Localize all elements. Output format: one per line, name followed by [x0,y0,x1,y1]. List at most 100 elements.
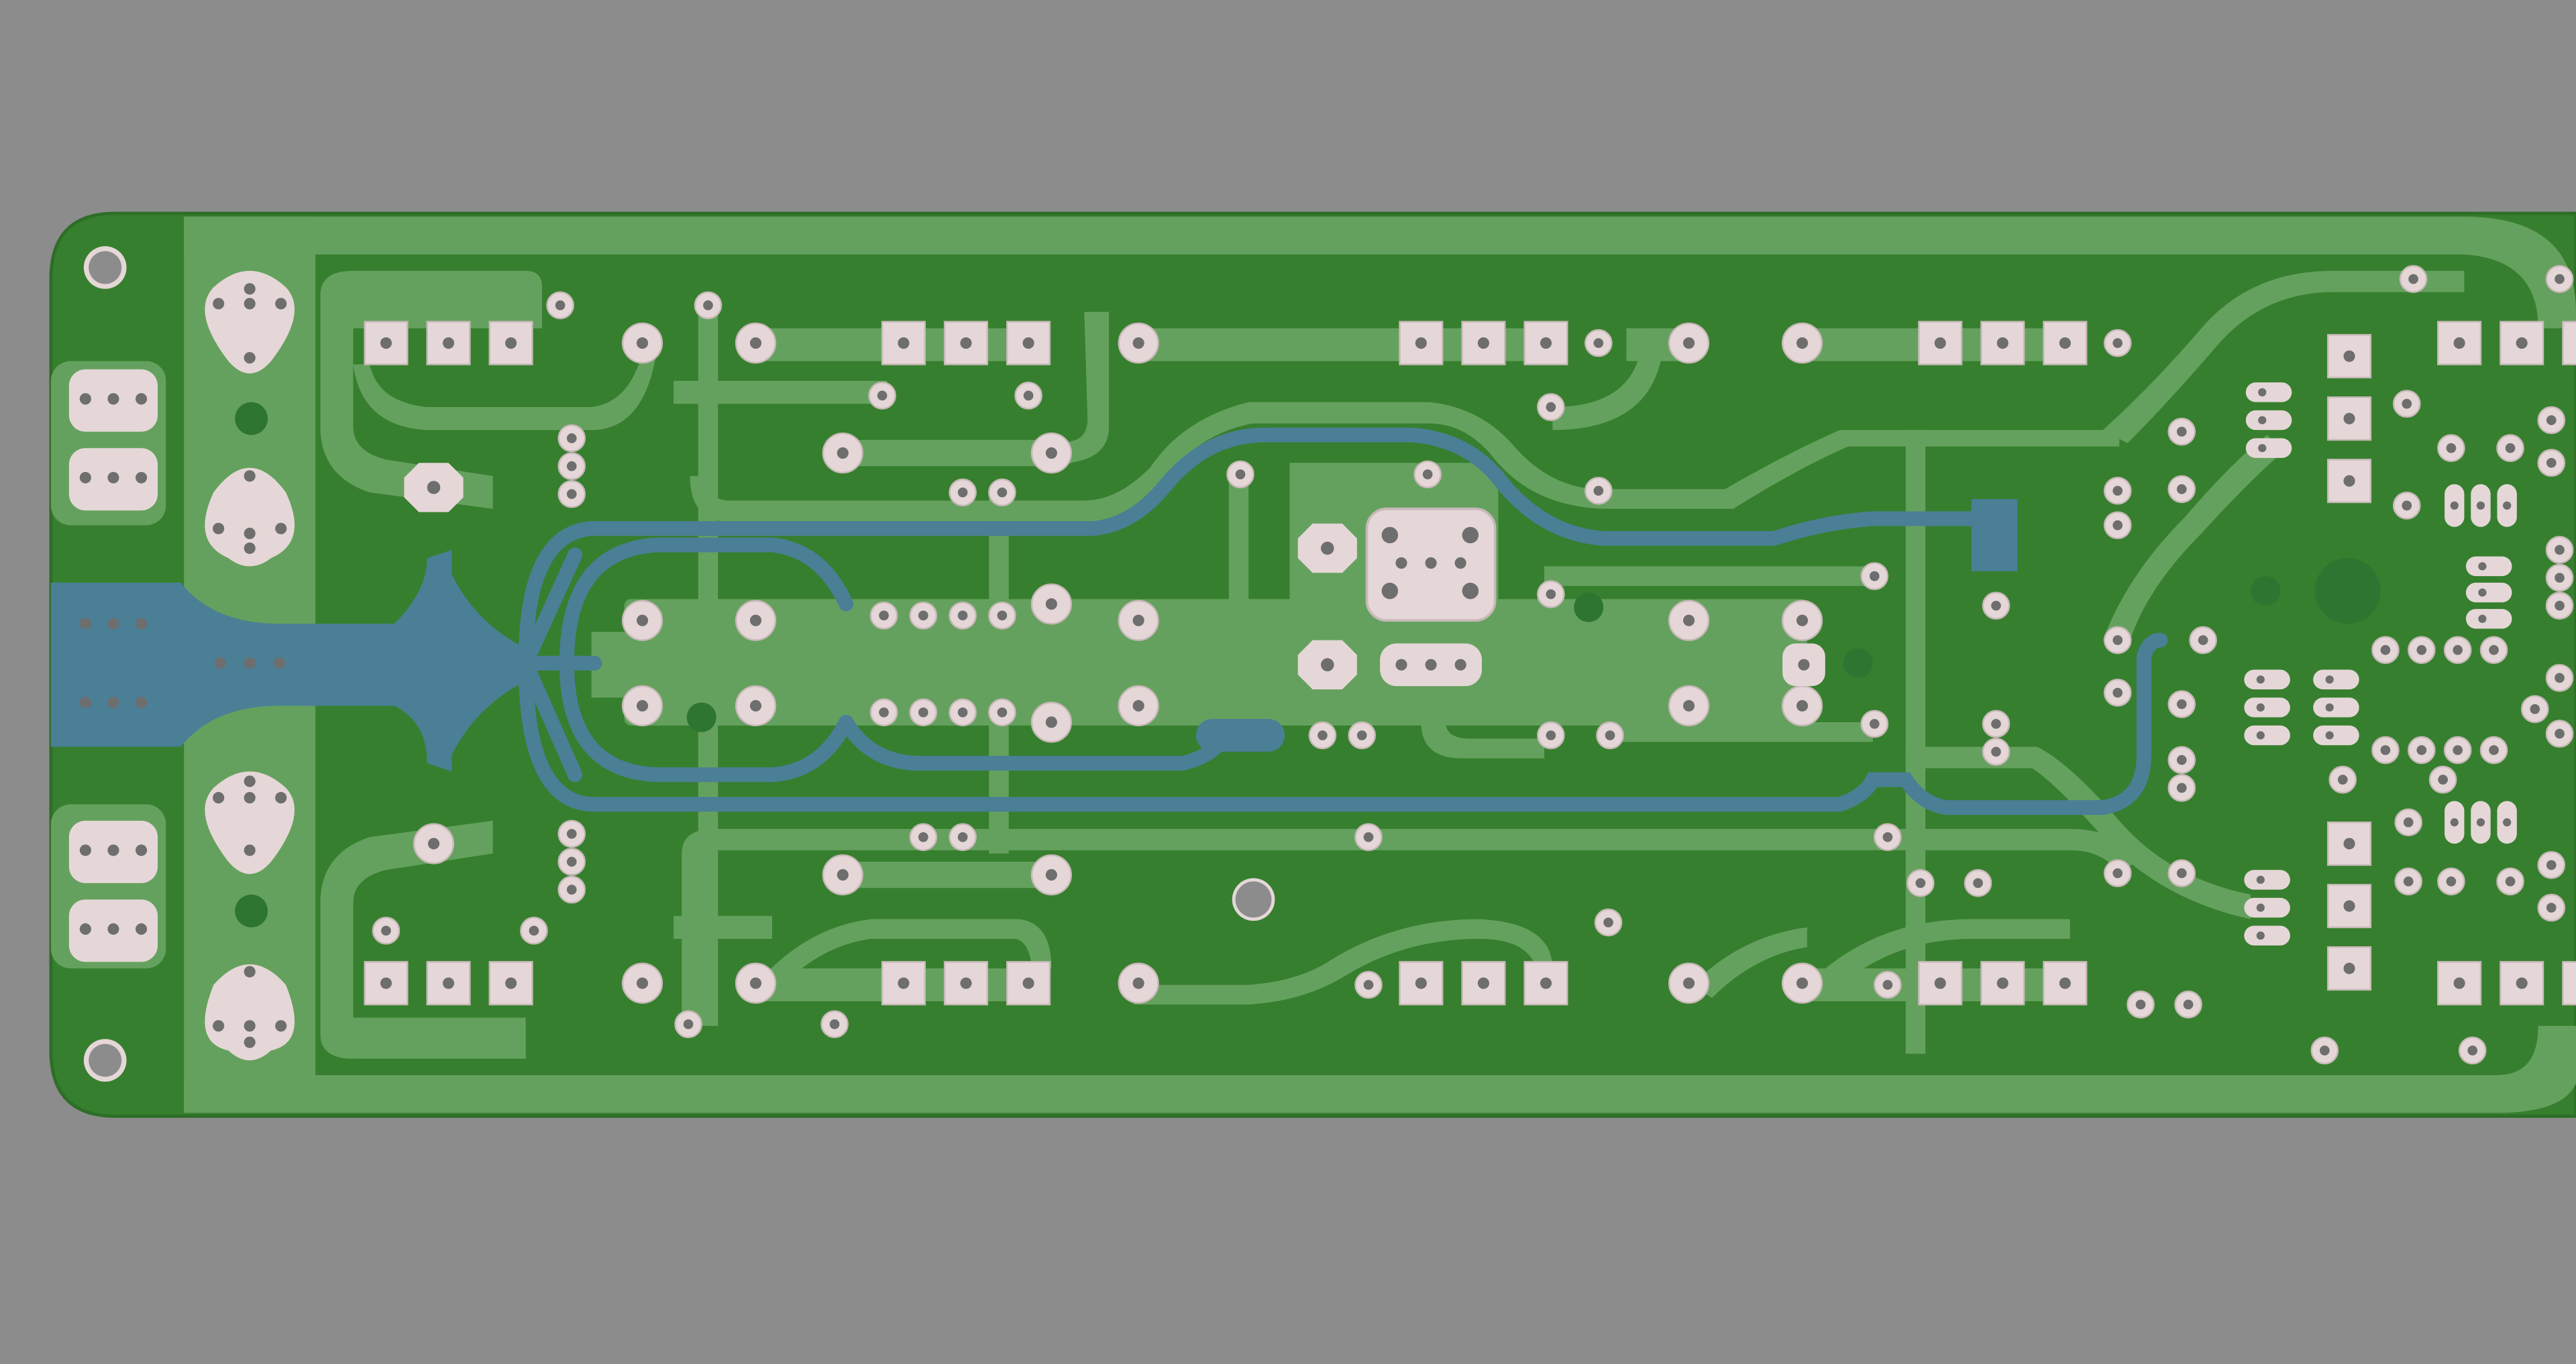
drill-hole [1682,337,1695,349]
drill-hole [2450,501,2459,510]
oval-pad-icon [2245,438,2292,458]
drill-hole [2183,999,2194,1010]
drill-hole [2319,1045,2330,1056]
drill-hole [2258,444,2267,453]
via-group [235,402,2381,927]
oval-pad-icon [2245,382,2292,402]
drill-hole [2176,783,2187,793]
square-pad-group [364,321,2576,1006]
oval-pad-icon [2244,725,2290,746]
drill-hole [2112,338,2123,348]
drill-hole [2505,876,2516,887]
drill-hole [2476,501,2485,510]
drill-hole [2403,817,2414,828]
drill-hole [829,1019,840,1029]
drill-hole [2176,427,2187,437]
drill-hole [1546,730,1556,740]
drill-hole [877,390,888,401]
relay-footprint [1365,507,1825,687]
drill-hole [1132,977,1144,989]
drill-hole [566,489,577,500]
drill-hole [1132,699,1144,712]
drill-hole [636,614,649,626]
drill-hole [566,856,577,867]
drill-hole [997,707,1008,718]
drill-hole [2453,745,2463,755]
connector-pad-group [68,369,285,962]
drill-hole [555,300,566,310]
drill-hole [2555,673,2565,683]
drill-hole [2256,931,2265,940]
drill-hole [566,461,577,471]
drill-hole [2256,703,2265,712]
drill-hole [683,1019,694,1029]
drill-hole [1796,977,1809,989]
oval-pad-icon [2313,669,2359,690]
drill-hole [2416,745,2427,755]
drill-hole [2402,500,2412,511]
drill-hole [2258,416,2267,424]
oval-pad-icon [2244,697,2290,718]
drill-hole [2489,644,2499,655]
drill-hole [2256,875,2265,885]
drill-hole [918,832,928,842]
drill-hole [2546,415,2557,425]
drill-hole [2325,703,2334,712]
drill-hole [2503,501,2512,510]
drill-hole [1869,719,1880,729]
drill-hole [1796,699,1809,712]
drill-hole [1356,730,1367,740]
drill-hole [1132,337,1144,349]
drill-hole [997,487,1008,498]
drill-hole [566,433,577,443]
drill-hole [2555,545,2565,555]
drill-hole [749,337,762,349]
round-pad-group [372,265,2574,1065]
drill-hole [1045,869,1057,881]
drill-hole [1132,614,1144,626]
drill-hole [427,838,440,850]
drill-hole [749,977,762,989]
drill-hole [1991,600,2001,611]
drill-hole [2112,486,2123,496]
drill-hole [636,337,649,349]
drill-hole [2337,775,2348,785]
drill-hole [1882,980,1893,990]
drill-hole [2112,687,2123,698]
drill-hole [636,977,649,989]
drill-hole [2380,644,2391,655]
drill-hole [2176,484,2187,494]
drill-hole [2438,775,2448,785]
oval-pad-icon [2244,897,2290,918]
drill-hole [1605,730,1615,740]
drill-hole [957,610,968,621]
drill-hole [2503,818,2512,827]
drill-hole [2112,868,2123,878]
drill-hole [1882,832,1893,842]
drill-hole [2176,699,2187,709]
drill-hole [1682,977,1695,989]
drill-hole [2476,818,2485,827]
drill-hole [2256,731,2265,740]
drill-hole [2380,745,2391,755]
drill-hole [2446,876,2457,887]
drill-hole [918,610,928,621]
drill-hole [879,707,889,718]
oval-pad-icon [2245,410,2292,431]
drill-hole [2256,675,2265,684]
drill-hole [2135,999,2146,1010]
oval-pad-group [2244,382,2517,946]
drill-hole [2416,644,2427,655]
drill-hole [381,925,391,936]
drill-hole [1991,746,2001,757]
drill-hole [2530,704,2540,714]
drill-hole [2505,443,2516,453]
drill-hole [2256,903,2265,912]
drill-hole [837,869,849,881]
drill-hole [2546,860,2557,870]
drill-hole [1235,469,1246,479]
drill-hole [879,610,889,621]
drill-hole [566,829,577,839]
